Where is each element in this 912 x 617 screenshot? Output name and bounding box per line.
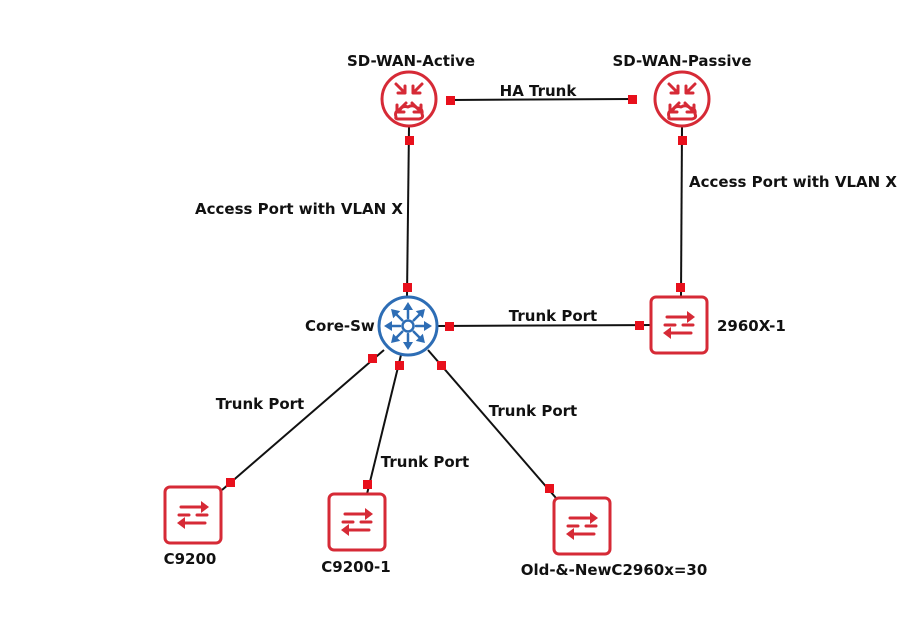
port-marker: [226, 478, 235, 487]
port-markers: [226, 95, 687, 493]
c9200-1-node[interactable]: [327, 492, 387, 552]
2960x-1-label: 2960X-1: [717, 317, 786, 335]
port-marker: [545, 484, 554, 493]
links: [221, 98, 683, 499]
core-c9200-1-label: Trunk Port: [381, 453, 469, 471]
router-icon: [380, 70, 438, 128]
switch-icon: [649, 295, 709, 355]
router-icon: [653, 70, 711, 128]
2960x-1-node[interactable]: [649, 295, 709, 355]
active-core-label: Access Port with VLAN X: [195, 200, 403, 218]
port-marker: [678, 136, 687, 145]
sdwan-passive-label: SD-WAN-Passive: [612, 52, 751, 70]
ha-trunk-label: HA Trunk: [500, 82, 578, 100]
port-marker: [405, 136, 414, 145]
layer3-switch-icon: [377, 295, 439, 357]
core-sw-node[interactable]: [377, 295, 439, 357]
passive-2960x-label: Access Port with VLAN X: [689, 173, 897, 191]
port-marker: [635, 321, 644, 330]
ha-trunk-link[interactable]: [449, 98, 633, 101]
switch-icon: [163, 485, 223, 545]
core-old-new-link[interactable]: [427, 349, 557, 499]
port-marker: [628, 95, 637, 104]
core-old-new-label: Trunk Port: [489, 402, 577, 420]
core-2960x-label: Trunk Port: [509, 307, 597, 325]
port-marker: [445, 322, 454, 331]
c9200-1-label: C9200-1: [321, 558, 390, 576]
core-c9200-1-link[interactable]: [366, 354, 402, 495]
port-marker: [676, 283, 685, 292]
core-2960x-link[interactable]: [436, 324, 651, 327]
port-marker: [446, 96, 455, 105]
sdwan-active-label: SD-WAN-Active: [347, 52, 475, 70]
core-c9200-label: Trunk Port: [216, 395, 304, 413]
old-new-c2960x-label: Old-&-NewC2960x=30: [521, 561, 708, 579]
c9200-label: C9200: [164, 550, 217, 568]
passive-2960x-link[interactable]: [680, 126, 683, 297]
switch-icon: [552, 496, 612, 556]
switch-icon: [327, 492, 387, 552]
active-core-link[interactable]: [406, 126, 410, 297]
core-c9200-link[interactable]: [221, 349, 385, 491]
c9200-node[interactable]: [163, 485, 223, 545]
core-sw-label: Core-Sw: [305, 317, 375, 335]
port-marker: [368, 354, 377, 363]
old-new-c2960x-node[interactable]: [552, 496, 612, 556]
port-marker: [403, 283, 412, 292]
sdwan-passive-node[interactable]: [653, 70, 711, 128]
sdwan-active-node[interactable]: [380, 70, 438, 128]
port-marker: [363, 480, 372, 489]
port-marker: [395, 361, 404, 370]
port-marker: [437, 361, 446, 370]
